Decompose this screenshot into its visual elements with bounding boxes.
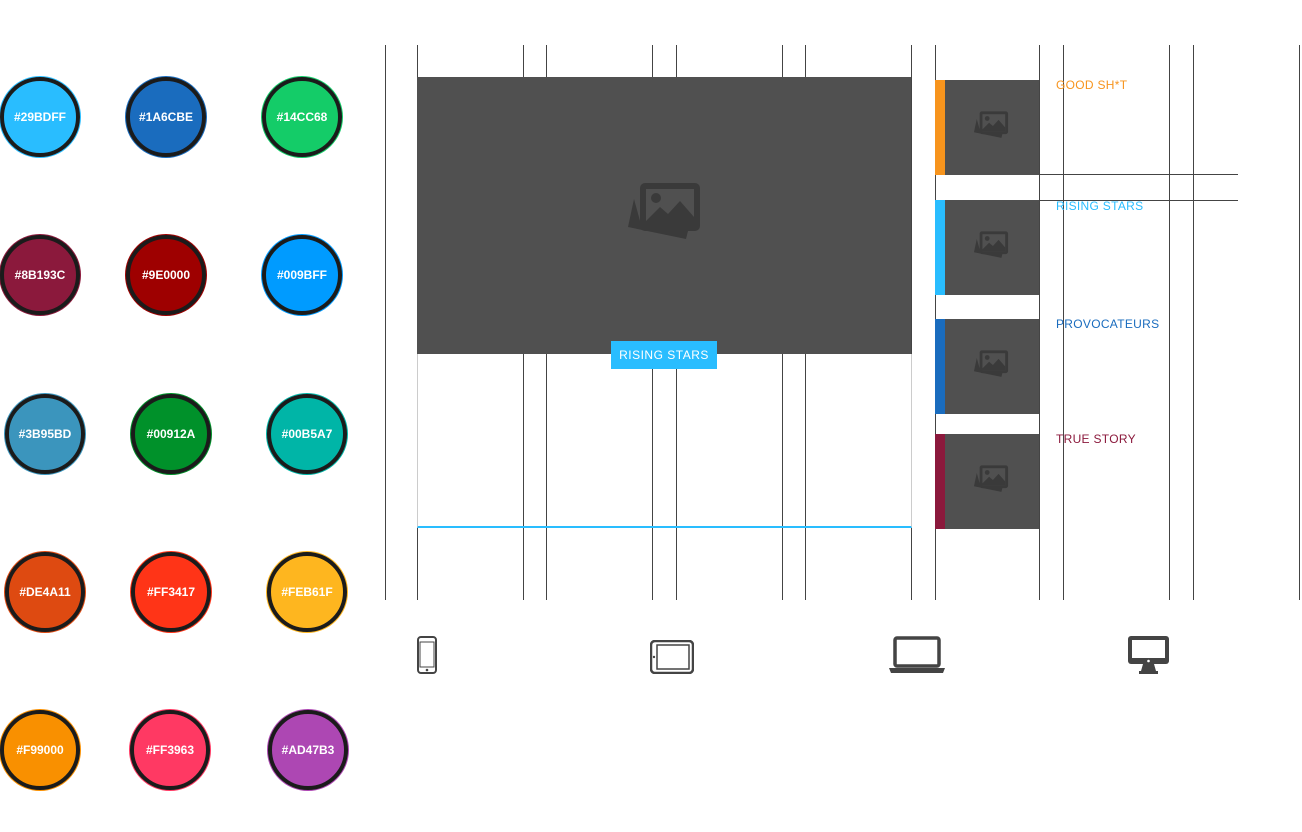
image-icon — [973, 350, 1009, 377]
card-category-title[interactable]: GOOD SH*T — [1056, 78, 1128, 92]
color-swatch: #FF3417 — [131, 552, 211, 632]
color-swatch: #1A6CBE — [126, 77, 206, 157]
laptop-icon — [889, 636, 945, 673]
color-swatch: #14CC68 — [262, 77, 342, 157]
hero-image-placeholder — [417, 77, 911, 354]
desktop-icon — [1128, 636, 1169, 674]
color-swatch: #00B5A7 — [267, 394, 347, 474]
color-swatch: #29BDFF — [0, 77, 80, 157]
article-card-thumbnail[interactable] — [935, 80, 1039, 175]
article-card-thumbnail[interactable] — [935, 319, 1039, 414]
color-swatch: #9E0000 — [126, 235, 206, 315]
color-swatch: #DE4A11 — [5, 552, 85, 632]
divider — [1039, 174, 1238, 175]
category-color-bar — [935, 434, 945, 529]
color-swatch: #009BFF — [262, 235, 342, 315]
hero-content-area — [417, 354, 912, 528]
category-color-bar — [935, 319, 945, 414]
grid-column-line — [1299, 45, 1300, 600]
color-swatch: #00912A — [131, 394, 211, 474]
grid-column-line — [911, 45, 912, 600]
color-swatch: #F99000 — [0, 710, 80, 790]
phone-icon — [417, 636, 437, 674]
image-icon — [628, 183, 700, 239]
article-card-thumbnail[interactable] — [935, 200, 1039, 295]
divider — [1039, 200, 1238, 201]
card-category-title[interactable]: PROVOCATEURS — [1056, 317, 1160, 331]
category-color-bar — [935, 200, 945, 295]
category-color-bar — [935, 80, 945, 175]
image-icon — [973, 465, 1009, 492]
color-swatch: #8B193C — [0, 235, 80, 315]
grid-column-line — [1193, 45, 1194, 600]
grid-column-line — [1039, 45, 1040, 600]
tablet-icon — [650, 640, 694, 674]
image-icon — [973, 231, 1009, 258]
card-category-title[interactable]: TRUE STORY — [1056, 432, 1136, 446]
hero-category-tag[interactable]: RISING STARS — [611, 341, 717, 369]
grid-column-line — [385, 45, 386, 600]
grid-column-line — [1169, 45, 1170, 600]
article-card-thumbnail[interactable] — [935, 434, 1039, 529]
color-swatch: #AD47B3 — [268, 710, 348, 790]
image-icon — [973, 111, 1009, 138]
grid-column-line — [1063, 45, 1064, 600]
color-swatch: #3B95BD — [5, 394, 85, 474]
color-swatch: #FF3963 — [130, 710, 210, 790]
card-category-title[interactable]: RISING STARS — [1056, 199, 1144, 213]
color-swatch: #FEB61F — [267, 552, 347, 632]
